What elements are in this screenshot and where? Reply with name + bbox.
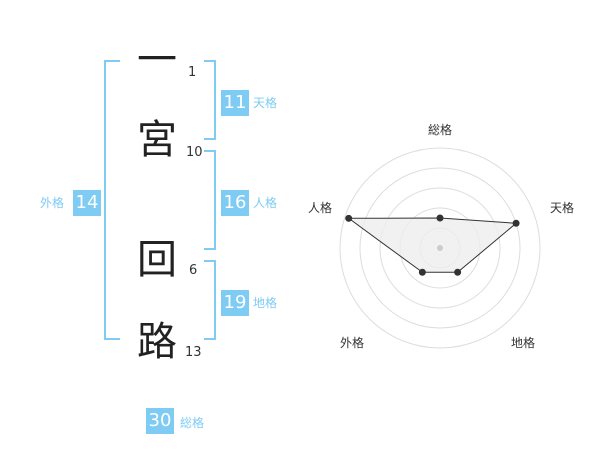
- radar-ring: [379, 187, 501, 309]
- radar-point: [345, 214, 353, 222]
- gaikaku-label: 外格: [40, 196, 65, 210]
- name-char-3: 回: [137, 237, 177, 283]
- chikaku-value-badge: 19: [221, 290, 249, 316]
- radar-center-dot: [437, 245, 443, 251]
- stroke-count-4: 13: [185, 345, 202, 360]
- radar-chart: 総格 天格 地格 外格 人格: [308, 122, 574, 350]
- tenkaku-label: 天格: [253, 96, 278, 110]
- soukaku-label: 総格: [180, 416, 205, 430]
- radar-ring: [359, 167, 521, 329]
- soukaku-value-badge: 30: [146, 408, 174, 434]
- chikaku-label: 地格: [253, 296, 278, 310]
- radar-point: [418, 268, 426, 276]
- radar-axis-label-chikaku: 地格: [511, 335, 535, 350]
- chikaku-bracket: [204, 260, 216, 340]
- gaikaku-value-badge: 14: [73, 190, 101, 216]
- stroke-count-3: 6: [189, 263, 198, 278]
- radar-axis-label-tenkaku: 天格: [550, 200, 574, 215]
- jinkaku-value-badge: 16: [221, 190, 249, 216]
- radar-point: [512, 219, 520, 227]
- radar-polygon: [347, 217, 518, 273]
- stroke-count-2: 10: [186, 145, 203, 160]
- tenkaku-bracket: [204, 60, 216, 140]
- radar-axis-label-soukaku: 総格: [428, 122, 452, 137]
- gaikaku-bracket: [104, 60, 120, 340]
- name-char-4: 路: [137, 319, 177, 365]
- radar-point: [454, 268, 462, 276]
- stroke-count-1: 1: [188, 65, 197, 80]
- tenkaku-value-badge: 11: [221, 90, 249, 116]
- jinkaku-label: 人格: [253, 196, 278, 210]
- radar-axis-label-gaikaku: 外格: [340, 335, 364, 350]
- radar-point: [436, 214, 444, 222]
- radar-axis-label-jinkaku: 人格: [308, 200, 332, 215]
- name-char-2: 宮: [137, 117, 177, 163]
- radar-ring: [339, 147, 541, 349]
- jinkaku-bracket: [204, 150, 216, 250]
- name-char-1: 一: [137, 37, 177, 83]
